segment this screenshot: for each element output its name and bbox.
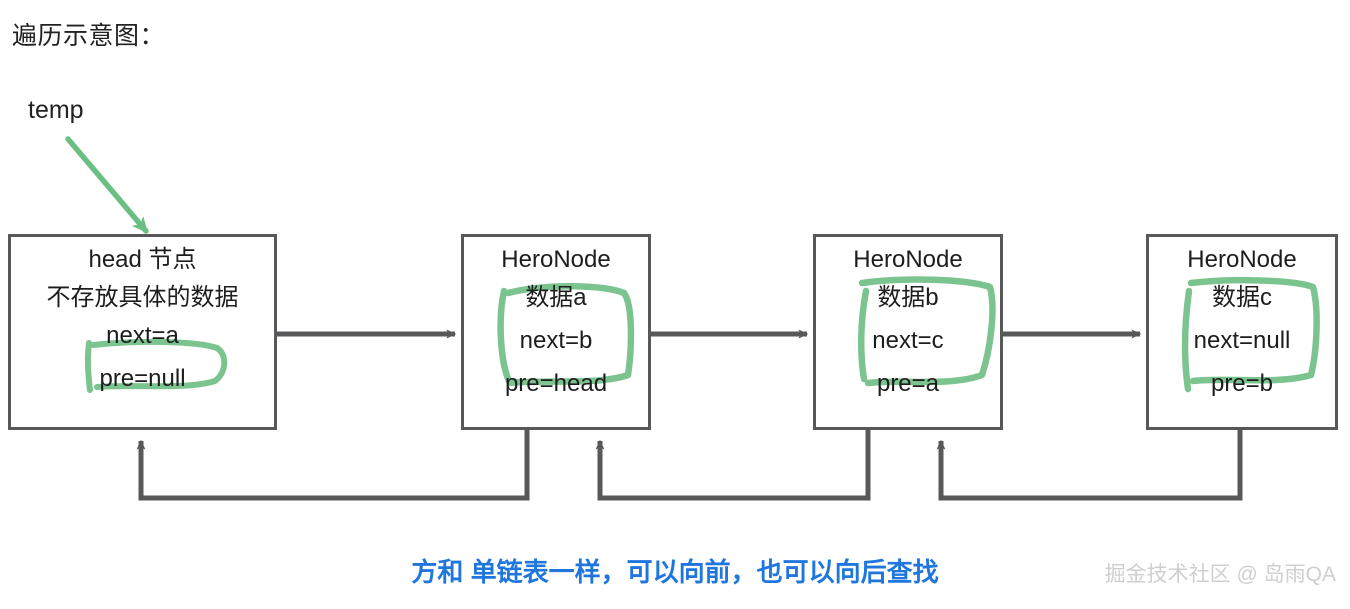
node-head-node[interactable]: head 节点 不存放具体的数据 next=a pre=null — [8, 234, 277, 430]
backward-link-c-to-b — [936, 430, 1243, 501]
node-subtitle: 不存放具体的数据 — [46, 284, 239, 311]
node-subtitle: 数据a — [525, 284, 587, 311]
node-next-field: next=b — [519, 327, 593, 354]
node-pre-field: pre=null — [99, 365, 186, 392]
node-pre-field: pre=b — [1210, 370, 1274, 397]
temp-pointer-label: temp — [28, 96, 84, 124]
node-hero-node-a[interactable]: HeroNode 数据a next=b pre=head — [461, 234, 651, 430]
watermark: 掘金技术社区 @ 岛雨QA — [1104, 563, 1336, 586]
node-title: HeroNode — [1187, 246, 1297, 273]
page-title: 遍历示意图： — [12, 22, 166, 50]
node-next-field: next=c — [872, 327, 944, 354]
temp-pointer-arrow — [65, 136, 149, 234]
backward-link-b-to-a — [595, 430, 871, 501]
node-hero-node-c[interactable]: HeroNode 数据c next=null pre=b — [1146, 234, 1338, 430]
diagram-caption: 方和 单链表一样，可以向前，也可以向后查找 — [411, 557, 939, 587]
node-title: HeroNode — [853, 246, 963, 273]
node-hero-node-b[interactable]: HeroNode 数据b next=c pre=a — [813, 234, 1003, 430]
backward-link-a-to-head — [136, 430, 530, 501]
node-next-field: next=a — [106, 322, 179, 349]
node-next-field: next=null — [1193, 327, 1291, 354]
node-title: HeroNode — [501, 246, 611, 273]
node-subtitle: 数据c — [1212, 284, 1272, 311]
node-pre-field: pre=a — [876, 370, 940, 397]
node-title: head 节点 — [88, 246, 197, 273]
node-pre-field: pre=head — [504, 370, 608, 397]
node-subtitle: 数据b — [877, 284, 939, 311]
